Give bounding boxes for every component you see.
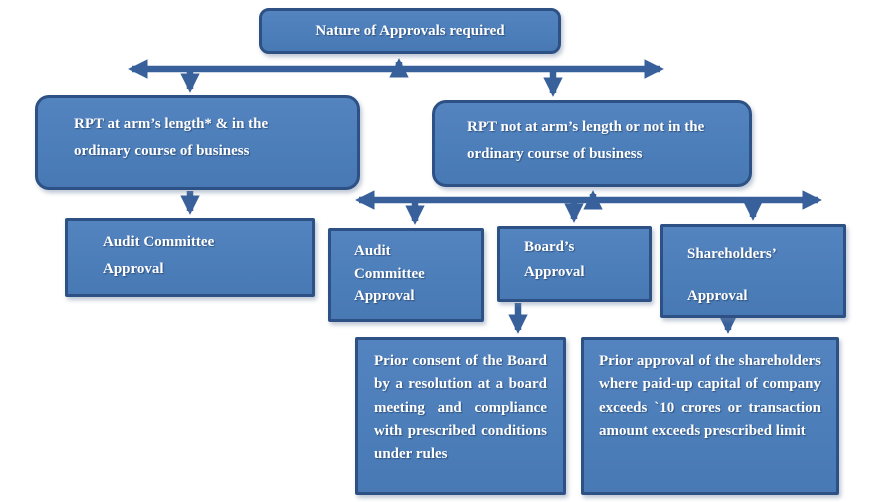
node-nature-of-approvals: Nature of Approvals required — [259, 8, 561, 54]
node-shareholders-approval-label: Shareholders’ Approval — [687, 246, 776, 304]
node-rpt-not-arms-length: RPT not at arm’s length or not in the or… — [432, 100, 752, 187]
node-audit-committee-approval-left-label: Audit Committee Approval — [103, 234, 215, 277]
node-audit-committee-approval-right-label: Audit Committee Approval — [354, 243, 425, 304]
node-shareholders-approval-detail: Prior approval of the shareholders where… — [581, 337, 839, 495]
node-board-approval: Board’s Approval — [497, 226, 652, 302]
node-board-approval-detail-text: Prior consent of the Board by a resoluti… — [374, 353, 547, 462]
node-shareholders-approval-detail-text: Prior approval of the shareholders where… — [599, 353, 821, 439]
node-audit-committee-approval-right: Audit Committee Approval — [328, 228, 484, 322]
node-board-approval-label: Board’s Approval — [524, 239, 585, 280]
node-board-approval-detail: Prior consent of the Board by a resoluti… — [355, 337, 566, 495]
node-rpt-arms-length-label: RPT at arm’s length* & in the ordinary c… — [74, 116, 269, 159]
node-shareholders-approval: Shareholders’ Approval — [660, 224, 846, 318]
node-nature-of-approvals-label: Nature of Approvals required — [315, 22, 505, 39]
node-rpt-arms-length: RPT at arm’s length* & in the ordinary c… — [35, 95, 360, 190]
node-rpt-not-arms-length-label: RPT not at arm’s length or not in the or… — [467, 119, 705, 162]
node-audit-committee-approval-left: Audit Committee Approval — [65, 218, 315, 297]
